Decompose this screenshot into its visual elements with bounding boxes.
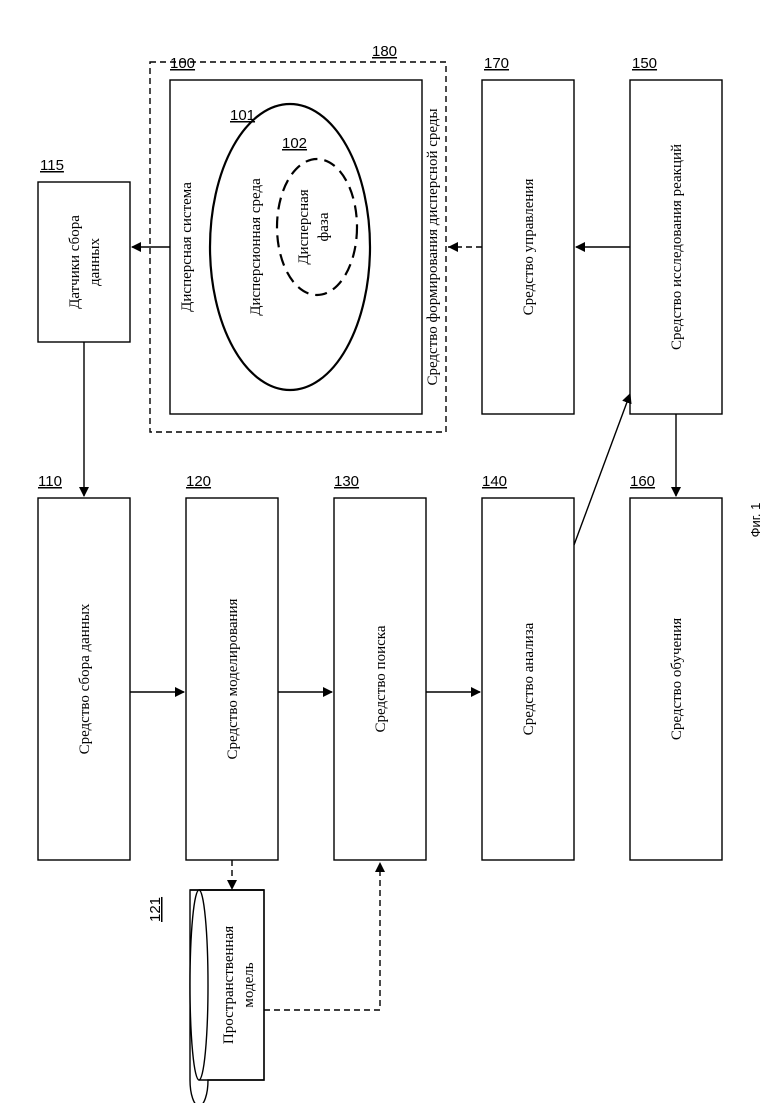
system-100-label: Дисперсная система <box>179 182 195 312</box>
block-121-label-line1: Пространственная <box>221 926 237 1044</box>
block-121-label-line2: модель <box>241 962 257 1007</box>
block-160-number: 160 <box>630 473 655 490</box>
block-140-number: 140 <box>482 473 507 490</box>
frame-180-label: Средство формирования дисперсной среды <box>425 108 441 385</box>
figure-caption: Фиг. 1 <box>748 503 763 538</box>
frame-180-number: 180 <box>372 43 397 60</box>
block-120: 120 Средство моделирования <box>186 473 278 860</box>
phase-102-number: 102 <box>282 135 307 152</box>
block-170: 170 Средство управления <box>482 55 574 414</box>
block-140-label: Средство анализа <box>521 622 537 735</box>
block-115-label-line2: данных <box>87 238 103 286</box>
medium-101-number: 101 <box>230 107 255 124</box>
block-115-number: 115 <box>40 157 64 174</box>
block-115: 115 Датчики сбора данных <box>38 157 130 342</box>
block-130: 130 Средство поиска <box>334 473 426 860</box>
block-121-number: 121 <box>147 897 164 922</box>
block-120-label: Средство моделирования <box>225 598 241 759</box>
block-130-number: 130 <box>334 473 359 490</box>
arrow-140-to-150 <box>574 394 630 545</box>
block-110-label: Средство сбора данных <box>77 603 93 754</box>
block-121-cylinder: 121 Пространственная модель <box>147 890 264 1103</box>
block-170-number: 170 <box>484 55 509 72</box>
block-115-label-line1: Датчики сбора <box>67 215 83 309</box>
block-110-number: 110 <box>38 473 62 490</box>
block-120-number: 120 <box>186 473 211 490</box>
block-140: 140 Средство анализа <box>482 473 574 860</box>
phase-102-label-line1: Дисперсная <box>296 189 312 264</box>
block-170-label: Средство управления <box>521 179 537 316</box>
block-110: 110 Средство сбора данных <box>38 473 130 860</box>
system-100-number: 100 <box>170 55 195 72</box>
block-150-label: Средство исследования реакций <box>669 144 685 350</box>
block-150: 150 Средство исследования реакций <box>630 55 722 414</box>
medium-101-label: Дисперсионная среда <box>248 178 264 316</box>
block-160: 160 Средство обучения <box>630 473 722 860</box>
phase-102-label-line2: фаза <box>316 212 332 241</box>
arrow-121-to-130 <box>264 868 380 1010</box>
block-130-label: Средство поиска <box>373 625 389 732</box>
block-150-number: 150 <box>632 55 657 72</box>
block-160-label: Средство обучения <box>669 618 685 740</box>
